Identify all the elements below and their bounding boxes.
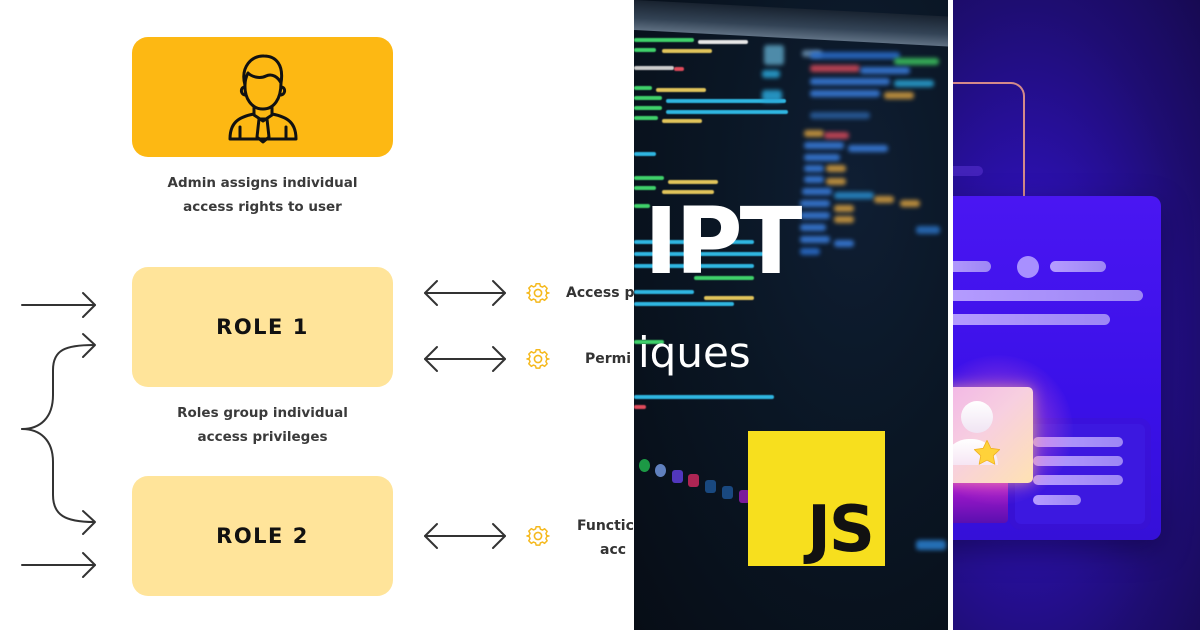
outline-card bbox=[953, 82, 1025, 222]
permission-item-3-text: Functic acc bbox=[577, 514, 634, 562]
app-icon bbox=[739, 490, 750, 503]
permission-item-1: Access p bbox=[526, 278, 634, 308]
app-icon bbox=[672, 470, 683, 483]
filezilla-icon bbox=[688, 474, 699, 487]
gear-icon bbox=[526, 349, 550, 369]
profile-illustration-panel bbox=[953, 0, 1200, 630]
user-profile-card bbox=[953, 387, 1033, 483]
placeholder-bar bbox=[1050, 261, 1106, 272]
admin-caption-line-2: access rights to user bbox=[183, 199, 342, 215]
businessman-icon bbox=[228, 54, 297, 144]
javascript-photo-panel: IPT iques JS bbox=[634, 0, 948, 630]
double-arrow-icon bbox=[424, 346, 506, 372]
arrow-right-icon bbox=[21, 552, 96, 578]
admin-caption-line-1: Admin assigns individual bbox=[167, 175, 358, 191]
roles-caption: Roles group individual access privileges bbox=[132, 401, 393, 449]
star-icon bbox=[973, 439, 1001, 465]
brace-icon bbox=[21, 333, 96, 535]
permission-item-3-line-2: acc bbox=[600, 542, 627, 558]
permission-item-2-text: Permi bbox=[585, 351, 632, 367]
role-2-box: ROLE 2 bbox=[132, 476, 393, 596]
double-arrow-icon bbox=[424, 523, 506, 549]
user-head-icon bbox=[961, 401, 993, 433]
app-icon bbox=[639, 459, 650, 472]
arrow-right-icon bbox=[21, 292, 96, 318]
placeholder-bar bbox=[1033, 475, 1123, 485]
lightroom-icon bbox=[722, 486, 733, 499]
role-1-label: ROLE 1 bbox=[216, 315, 309, 339]
admin-caption: Admin assigns individual access rights t… bbox=[132, 171, 393, 219]
placeholder-bar bbox=[1033, 437, 1123, 447]
gear-icon bbox=[526, 283, 550, 303]
javascript-logo: JS bbox=[748, 431, 885, 566]
role-2-label: ROLE 2 bbox=[216, 524, 309, 548]
admin-box bbox=[132, 37, 393, 157]
javascript-logo-text: JS bbox=[807, 493, 875, 567]
avatar-dot-icon bbox=[1017, 256, 1039, 278]
rbac-diagram-panel: Admin assigns individual access rights t… bbox=[21, 37, 634, 596]
placeholder-bar bbox=[953, 290, 1143, 301]
double-arrow-icon bbox=[424, 280, 506, 306]
connector-arrows bbox=[21, 280, 506, 578]
role-1-box: ROLE 1 bbox=[132, 267, 393, 387]
gear-icon bbox=[526, 526, 550, 546]
placeholder-bar bbox=[1033, 456, 1123, 466]
permission-item-3: Functic acc bbox=[526, 514, 634, 562]
permission-item-3-line-1: Functic bbox=[577, 518, 634, 534]
placeholder-bar bbox=[953, 261, 991, 272]
title-fragment: IPT bbox=[644, 188, 802, 295]
subtitle-fragment: iques bbox=[638, 328, 751, 377]
photoshop-icon bbox=[705, 480, 716, 493]
permission-item-1-text: Access p bbox=[566, 285, 634, 301]
roles-caption-line-2: access privileges bbox=[197, 429, 328, 445]
panel-divider bbox=[948, 0, 953, 630]
github-icon bbox=[655, 464, 666, 477]
placeholder-bar bbox=[953, 166, 983, 176]
placeholder-bar bbox=[953, 314, 1110, 325]
permission-item-2: Permi bbox=[526, 344, 631, 374]
roles-caption-line-1: Roles group individual bbox=[177, 405, 348, 421]
placeholder-bar bbox=[1033, 495, 1081, 505]
